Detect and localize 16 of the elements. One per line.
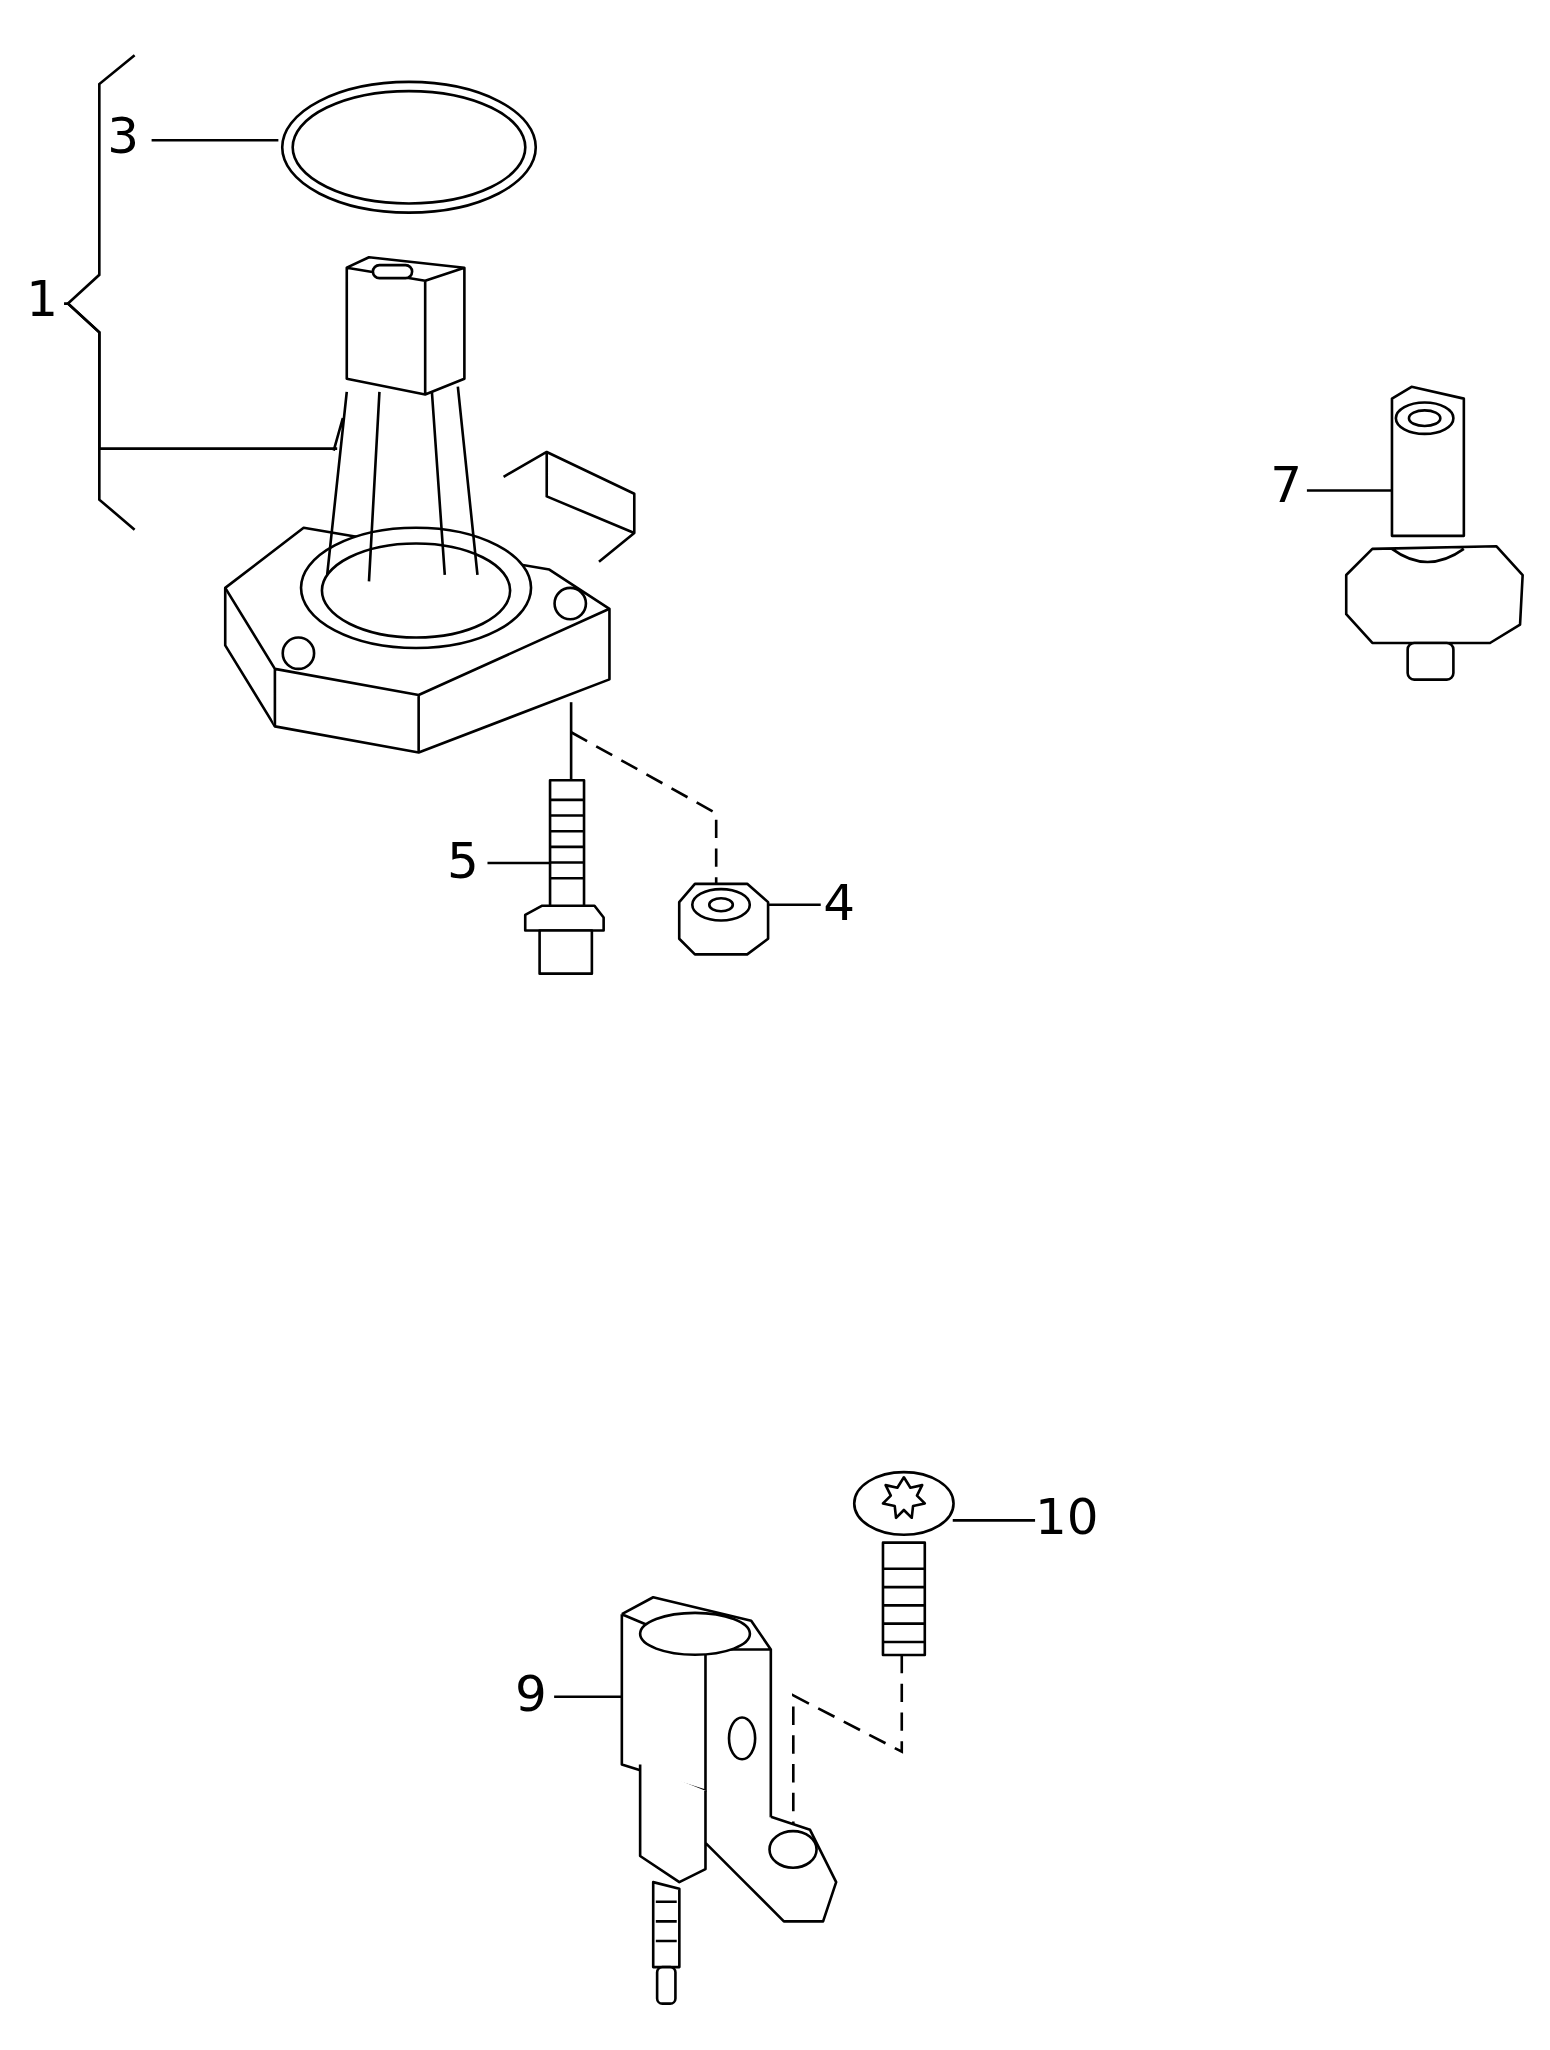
callout-number: 7	[1270, 460, 1307, 518]
leader-line	[768, 903, 821, 907]
leader-line	[151, 138, 279, 142]
leader-line	[487, 861, 551, 865]
leader-line	[952, 1519, 1036, 1522]
callout-number: 4	[823, 878, 863, 936]
callout-number: 9	[514, 1668, 552, 1727]
assembly-line	[570, 731, 718, 884]
assembly-line	[569, 702, 573, 781]
leader-line	[554, 1695, 623, 1699]
leader-line	[1306, 489, 1392, 492]
callout-number: 5	[446, 836, 487, 894]
callout-number: 10	[1035, 1492, 1098, 1550]
callout-number: 1	[26, 274, 66, 332]
leader-line	[63, 302, 338, 450]
callout-number: 3	[107, 111, 149, 169]
